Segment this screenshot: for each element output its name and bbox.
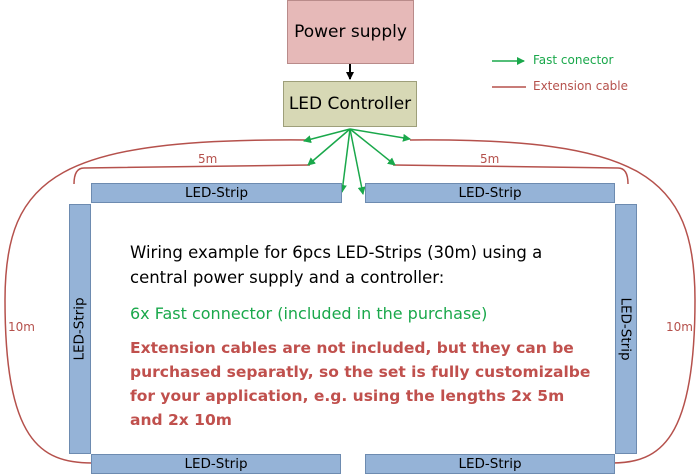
extension-cables-note: Extension cables are not included, but t… xyxy=(130,336,590,432)
fast-connector-arrow-2 xyxy=(307,128,351,166)
fast-connector-arrow-1 xyxy=(303,128,351,144)
led-controller-label: LED Controller xyxy=(288,94,412,114)
note-line-3: for your application, e.g. using the len… xyxy=(130,387,565,405)
description-text: Wiring example for 6pcs LED-Strips (30m)… xyxy=(130,240,542,290)
led-controller-box: LED Controller xyxy=(283,81,417,127)
note-line-1: Extension cables are not included, but t… xyxy=(130,339,574,357)
legend-fast-connector: Fast conector xyxy=(533,53,614,67)
fast-connector-arrow-6 xyxy=(349,128,411,142)
fast-connector-arrow-4 xyxy=(349,128,366,195)
fast-connector-arrow-3 xyxy=(338,128,351,193)
note-line-2: purchased separatly, so the set is fully… xyxy=(130,363,591,381)
led-strip-label: LED-Strip xyxy=(184,456,248,472)
power-supply-label: Power supply xyxy=(294,22,407,42)
fast-connector-arrow-5 xyxy=(349,128,396,166)
led-strip-label: LED-Strip xyxy=(618,297,634,361)
length-label-left: 10m xyxy=(8,320,35,334)
led-strip-left: LED-Strip xyxy=(69,204,91,454)
extension-cable-left-10m xyxy=(4,139,309,464)
legend-extension-cable: Extension cable xyxy=(533,79,629,93)
power-supply-box: Power supply xyxy=(287,0,414,64)
led-strip-top-left: LED-Strip xyxy=(91,183,342,203)
extension-cable-top-left-5m xyxy=(73,164,311,185)
length-label-top-right: 5m xyxy=(480,152,500,166)
length-label-right: 10m xyxy=(666,320,693,334)
extension-cable-top-right-5m xyxy=(392,164,629,185)
note-line-4: and 2x 10m xyxy=(130,411,232,429)
connectors-note: 6x Fast connector (included in the purch… xyxy=(130,304,488,323)
led-strip-label: LED-Strip xyxy=(184,185,249,201)
led-strip-right: LED-Strip xyxy=(615,204,637,454)
length-label-top-left: 5m xyxy=(198,152,218,166)
led-strip-bottom-left: LED-Strip xyxy=(91,454,341,474)
extension-cable-right-10m xyxy=(409,139,696,464)
led-strip-label: LED-Strip xyxy=(72,297,88,361)
description-line-1: Wiring example for 6pcs LED-Strips (30m)… xyxy=(130,243,543,262)
led-strip-label: LED-Strip xyxy=(458,456,522,472)
led-strip-label: LED-Strip xyxy=(458,185,522,201)
description-line-2: central power supply and a controller: xyxy=(130,268,445,287)
led-strip-bottom-right: LED-Strip xyxy=(365,454,615,474)
led-strip-top-right: LED-Strip xyxy=(365,183,615,203)
